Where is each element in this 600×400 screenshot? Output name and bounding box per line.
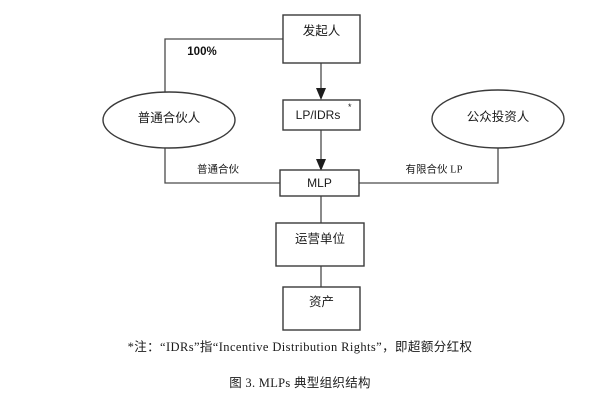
- node-operating-unit[interactable]: [275, 222, 365, 267]
- node-operating-unit-label: 运营单位: [295, 231, 345, 246]
- figure-footnote: *注：“IDRs”指“Incentive Distribution Rights…: [127, 340, 473, 354]
- node-assets-label: 资产: [309, 295, 334, 309]
- node-lp-idrs[interactable]: [282, 99, 361, 131]
- edge-label-limited-partnership: 有限合伙 LP: [406, 162, 463, 175]
- arrowhead-mlp: [316, 159, 326, 171]
- node-general-partner[interactable]: [102, 91, 236, 149]
- node-lp-idrs-label: LP/IDRs: [296, 108, 341, 122]
- edge-label-100-percent: 100%: [187, 46, 216, 58]
- arrowhead-lp-idrs: [316, 88, 326, 100]
- node-sponsor[interactable]: [282, 14, 361, 64]
- edge-label-general-partnership: 普通合伙: [197, 162, 239, 175]
- node-mlp-label: MLP: [307, 176, 332, 190]
- node-assets[interactable]: [282, 286, 361, 331]
- node-general-partner-label: 普通合伙人: [138, 110, 201, 125]
- figure-caption: 图 3. MLPs 典型组织结构: [229, 376, 371, 390]
- node-sponsor-label: 发起人: [303, 23, 341, 38]
- node-mlp[interactable]: [279, 169, 360, 197]
- connector-public-investors-to-mlp: [359, 148, 499, 184]
- node-public-investors[interactable]: [431, 89, 565, 149]
- node-lp-idrs-superscript: *: [348, 102, 352, 112]
- node-public-investors-label: 公众投资人: [467, 109, 530, 124]
